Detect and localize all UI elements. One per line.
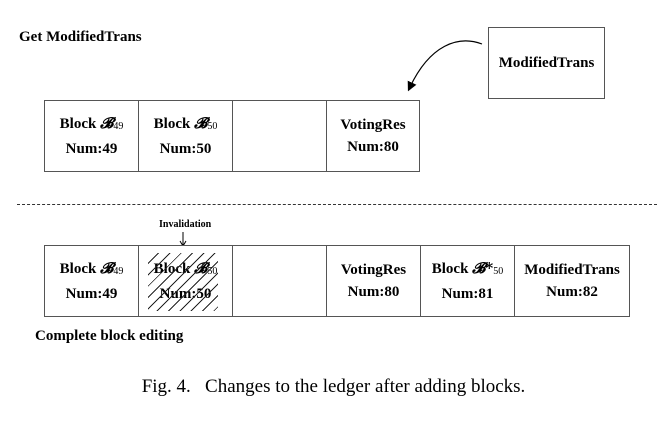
top-voting-num: Num:80: [347, 139, 399, 155]
top-block-50-sub: 50: [207, 121, 218, 132]
bottom-voting-num: Num:80: [347, 284, 400, 300]
caption-fig-number: Fig. 4.: [141, 376, 191, 397]
bottom-empty-cell: [233, 246, 327, 316]
bottom-block-star-name: Block: [431, 261, 469, 277]
bottom-voting-res: VotingRes Num:80: [327, 246, 421, 316]
top-block-50: Block 𝓑50 Num:50: [139, 101, 233, 171]
top-block-50-num: Num:50: [159, 141, 212, 157]
bottom-block-star-50: Block 𝓑*50 Num:81: [421, 246, 515, 316]
bottom-modified-trans-name: ModifiedTrans: [524, 262, 620, 278]
bottom-block-49-name: Block: [59, 261, 97, 277]
top-block-50-symbol: 𝓑: [194, 114, 208, 132]
bottom-block-50-invalidated: Block 𝓑50 Num:50: [139, 246, 233, 316]
bottom-block-50-symbol: 𝓑: [194, 259, 208, 277]
curved-arrow: [407, 40, 483, 92]
top-block-49: Block 𝓑49 Num:49: [45, 101, 139, 171]
top-empty-cell: [233, 101, 327, 171]
top-voting-res: VotingRes Num:80: [327, 101, 419, 171]
bottom-ledger-chain: Block 𝓑49 Num:49 Block 𝓑50 Num:50 Voting…: [44, 245, 630, 317]
top-block-49-sub: 49: [113, 121, 124, 132]
bottom-block-50-sub: 50: [207, 266, 218, 277]
bottom-block-49-symbol: 𝓑: [100, 259, 114, 277]
top-block-50-name: Block: [153, 116, 191, 132]
bottom-block-49-num: Num:49: [65, 286, 118, 302]
bottom-block-star-symbol: 𝓑*: [472, 259, 494, 277]
top-block-49-name: Block: [59, 116, 97, 132]
top-ledger-chain: Block 𝓑49 Num:49 Block 𝓑50 Num:50 Voting…: [44, 100, 420, 172]
bottom-block-star-sub: 50: [493, 266, 504, 277]
bottom-section-title: Complete block editing: [35, 328, 184, 344]
top-section-title: Get ModifiedTrans: [19, 29, 142, 45]
invalidation-label: Invalidation: [159, 219, 212, 230]
bottom-voting-name: VotingRes: [340, 262, 407, 278]
section-divider: [17, 204, 657, 205]
bottom-block-49: Block 𝓑49 Num:49: [45, 246, 139, 316]
bottom-block-50-num: Num:50: [159, 286, 212, 302]
top-voting-name: VotingRes: [340, 117, 406, 133]
modified-trans-box-label: ModifiedTrans: [498, 54, 595, 71]
bottom-block-50-name: Block: [153, 261, 191, 277]
figure-caption: Fig. 4. Changes to the ledger after addi…: [0, 376, 667, 398]
bottom-block-49-sub: 49: [113, 266, 124, 277]
bottom-block-star-num: Num:81: [441, 286, 494, 302]
top-block-49-num: Num:49: [65, 141, 118, 157]
bottom-modified-trans-num: Num:82: [546, 284, 598, 300]
top-block-49-symbol: 𝓑: [100, 114, 114, 132]
caption-text: Changes to the ledger after adding block…: [205, 376, 526, 397]
modified-trans-box: ModifiedTrans: [488, 27, 605, 99]
bottom-modified-trans: ModifiedTrans Num:82: [515, 246, 629, 316]
